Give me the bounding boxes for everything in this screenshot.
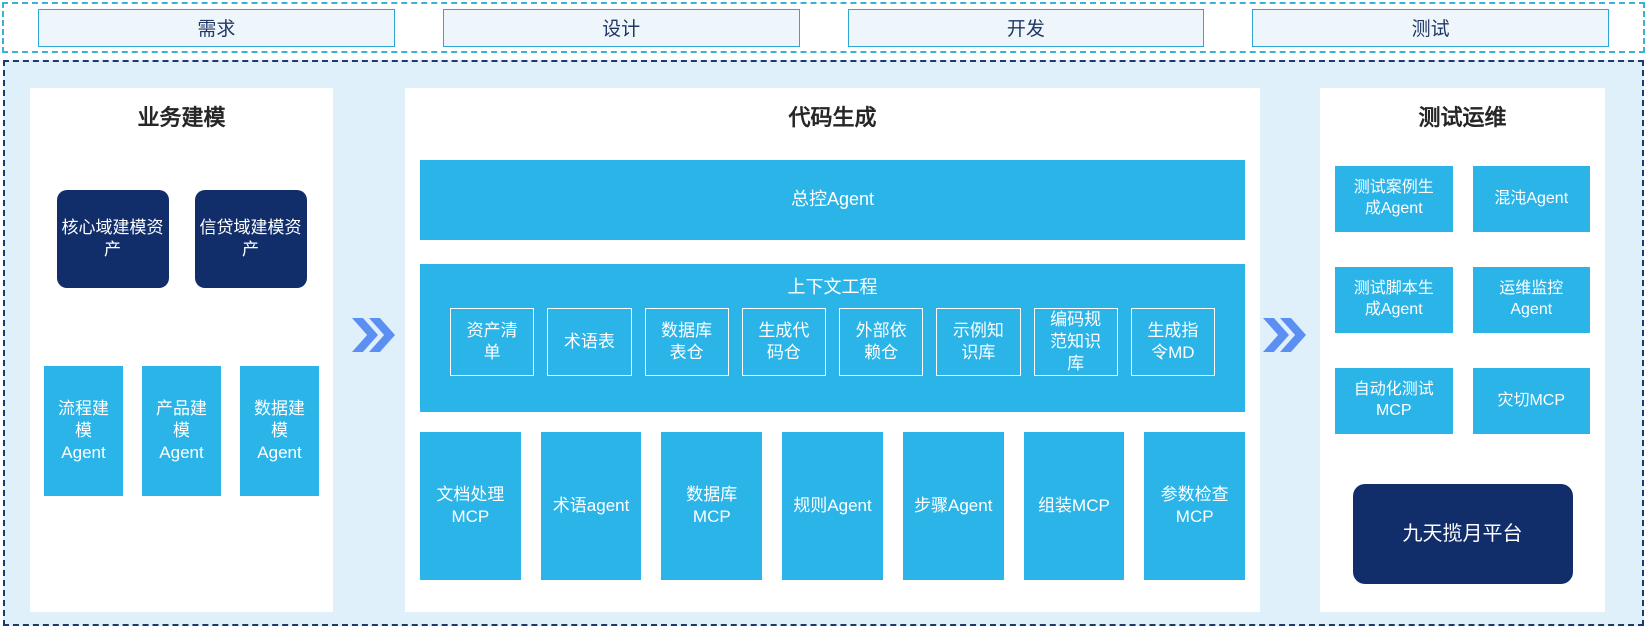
phase-label: 需求	[197, 19, 236, 40]
flow-arrow-icon	[1263, 318, 1311, 352]
phase-label: 开发	[1006, 19, 1045, 40]
box-test-script-generation-agent: 测试脚本生成Agent	[1335, 267, 1453, 333]
box-glossary-agent: 术语agent	[540, 432, 642, 580]
box-assembly-mcp: 组装MCP	[1023, 432, 1125, 580]
flow-arrow-icon	[352, 318, 400, 352]
panel-business-modeling: 业务建模 核心域建模资产 信贷域建模资产 流程建模Agent 产品建模Agent…	[30, 88, 333, 612]
phase-label: 测试	[1411, 19, 1450, 40]
phase-label: 设计	[602, 19, 641, 40]
phase-box-development: 开发	[847, 8, 1205, 47]
box-product-modeling-agent: 产品建模Agent	[142, 366, 221, 496]
box-rule-agent: 规则Agent	[782, 432, 883, 580]
box-step-agent: 步骤Agent	[902, 432, 1004, 580]
panel-title-business-modeling: 业务建模	[137, 105, 226, 130]
modeling-agent-row: 流程建模Agent 产品建模Agent 数据建模Agent	[30, 366, 333, 496]
box-core-domain-assets: 核心域建模资产	[56, 190, 169, 288]
box-asset-list: 资产清单	[450, 308, 535, 376]
box-document-processing-mcp: 文档处理MCP	[420, 432, 521, 580]
phase-box-requirements: 需求	[38, 8, 395, 47]
context-items-row: 资产清单 术语表 数据库表仓 生成代码仓 外部依赖仓 示例知识库 编码规范知识库…	[420, 308, 1245, 376]
panel-code-generation: 代码生成 总控Agent 上下文工程 资产清单 术语表 数据库表仓 生成代码仓 …	[405, 88, 1260, 612]
test-ops-grid: 测试案例生成Agent 混沌Agent 测试脚本生成Agent 运维监控Agen…	[1335, 166, 1590, 434]
box-example-knowledge-base: 示例知识库	[936, 308, 1021, 376]
phase-strip: 需求 设计 开发 测试	[2, 2, 1645, 53]
box-database-table-repo: 数据库表仓	[644, 308, 729, 376]
phase-box-design: 设计	[442, 8, 800, 47]
phase-box-testing: 测试	[1252, 8, 1609, 47]
box-generated-code-repo: 生成代码仓	[741, 308, 826, 376]
asset-row: 核心域建模资产 信贷域建模资产	[30, 190, 333, 288]
panel-test-ops: 测试运维 测试案例生成Agent 混沌Agent 测试脚本生成Agent 运维监…	[1320, 88, 1605, 612]
box-generation-instruction-md: 生成指令MD	[1130, 308, 1215, 376]
box-external-dependency-repo: 外部依赖仓	[839, 308, 924, 376]
box-process-modeling-agent: 流程建模Agent	[44, 366, 123, 496]
box-jiutian-lanyue-platform: 九天揽月平台	[1352, 484, 1573, 584]
panel-title-code-generation: 代码生成	[788, 105, 877, 130]
box-parameter-check-mcp: 参数检查MCP	[1144, 432, 1246, 580]
box-database-mcp: 数据库MCP	[661, 432, 763, 580]
box-credit-domain-assets: 信贷域建模资产	[194, 190, 307, 288]
tools-row: 文档处理MCP 术语agent 数据库MCP 规则Agent 步骤Agent 组…	[420, 432, 1246, 580]
box-master-control-agent: 总控Agent	[420, 160, 1245, 240]
box-ops-monitoring-agent: 运维监控Agent	[1472, 267, 1590, 333]
box-disaster-switch-mcp: 灾切MCP	[1472, 368, 1590, 434]
panel-title-test-ops: 测试运维	[1418, 105, 1507, 130]
box-data-modeling-agent: 数据建模Agent	[240, 366, 319, 496]
box-automated-testing-mcp: 自动化测试MCP	[1335, 368, 1453, 434]
box-test-case-generation-agent: 测试案例生成Agent	[1335, 166, 1453, 232]
context-engineering-title: 上下文工程	[787, 277, 878, 297]
box-coding-standards-knowledge-base: 编码规范知识库	[1033, 308, 1118, 376]
context-engineering-box: 上下文工程 资产清单 术语表 数据库表仓 生成代码仓 外部依赖仓 示例知识库 编…	[420, 264, 1245, 412]
box-chaos-agent: 混沌Agent	[1472, 166, 1590, 232]
main-container: 业务建模 核心域建模资产 信贷域建模资产 流程建模Agent 产品建模Agent…	[3, 60, 1644, 626]
box-glossary: 术语表	[547, 308, 632, 376]
